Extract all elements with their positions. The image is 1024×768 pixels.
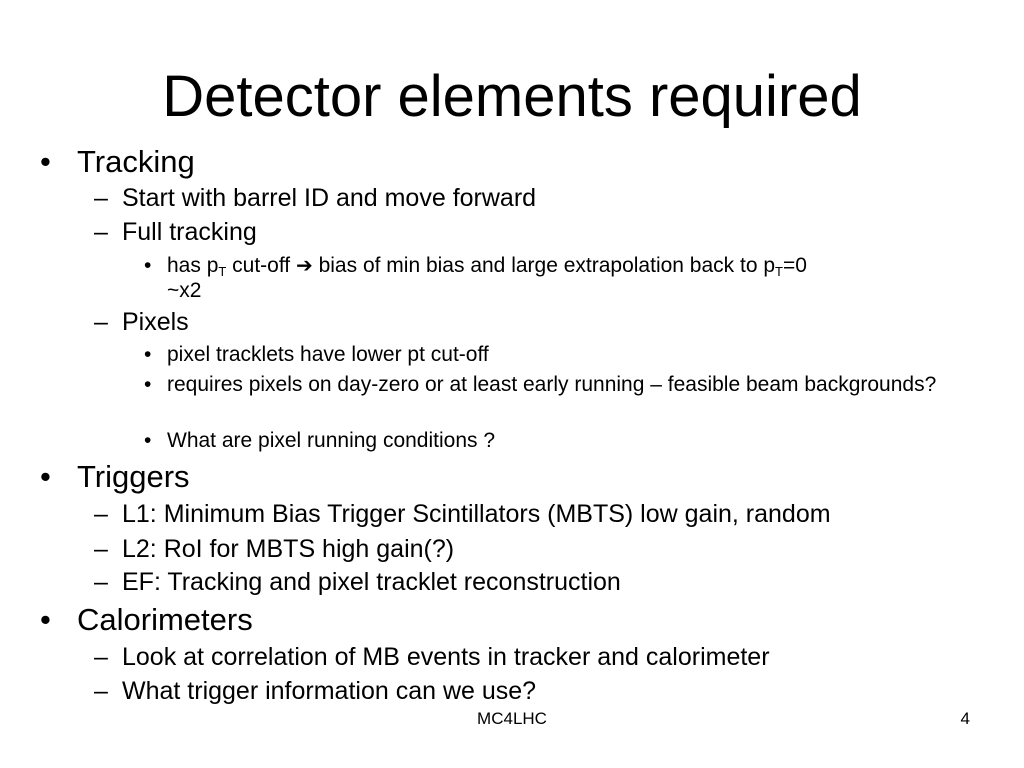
- dash-marker: –: [94, 677, 108, 705]
- dash-marker: –: [94, 568, 108, 596]
- subbullet-text: L2: RoI for MBTS high gain(?): [122, 535, 455, 563]
- bullet-marker: •: [144, 373, 152, 396]
- arrow-right-icon: ➔: [295, 255, 313, 277]
- subscript-t: T: [775, 264, 783, 279]
- bullet-text: Calorimeters: [77, 602, 253, 637]
- dash-marker: –: [94, 218, 108, 246]
- page-number: 4: [960, 709, 970, 728]
- subbullet-text: What trigger information can we use?: [122, 677, 537, 705]
- dash-marker: –: [94, 643, 108, 671]
- dash-marker: –: [94, 535, 108, 563]
- subbullet-text: Start with barrel ID and move forward: [122, 184, 537, 212]
- bullet-marker: •: [40, 459, 51, 494]
- bullet-marker: •: [40, 602, 51, 637]
- text-part: =0: [782, 254, 807, 277]
- subsub-text: ~x2: [167, 279, 202, 302]
- footer-label: MC4LHC: [477, 709, 547, 728]
- subbullet-text: L1: Minimum Bias Trigger Scintillators (…: [122, 500, 831, 528]
- dash-marker: –: [94, 500, 108, 528]
- text-part: has p: [167, 254, 219, 277]
- bullet-marker: •: [144, 429, 152, 452]
- subbullet-text: Pixels: [122, 308, 189, 336]
- bullet-marker: •: [144, 254, 152, 277]
- subsub-text: pixel tracklets have lower pt cut-off: [167, 343, 489, 366]
- subsub-text: requires pixels on day-zero or at least …: [167, 373, 937, 396]
- subscript-t: T: [218, 264, 227, 279]
- bullet-marker: •: [40, 144, 51, 179]
- slide-title: Detector elements required: [162, 64, 862, 129]
- dash-marker: –: [94, 308, 108, 336]
- bullet-text: Tracking: [77, 144, 195, 179]
- dash-marker: –: [94, 184, 108, 212]
- subsub-text: has pT cut-off ➔ bias of min bias and la…: [167, 253, 807, 279]
- subbullet-text: EF: Tracking and pixel tracklet reconstr…: [122, 568, 621, 596]
- bullet-marker: •: [144, 343, 152, 366]
- subbullet-text: Full tracking: [122, 218, 257, 246]
- bullet-text: Triggers: [77, 459, 190, 494]
- subsub-text: What are pixel running conditions ?: [167, 429, 496, 452]
- text-part: cut-off: [226, 254, 296, 277]
- text-part: bias of min bias and large extrapolation…: [312, 254, 776, 277]
- subbullet-text: Look at correlation of MB events in trac…: [122, 643, 770, 671]
